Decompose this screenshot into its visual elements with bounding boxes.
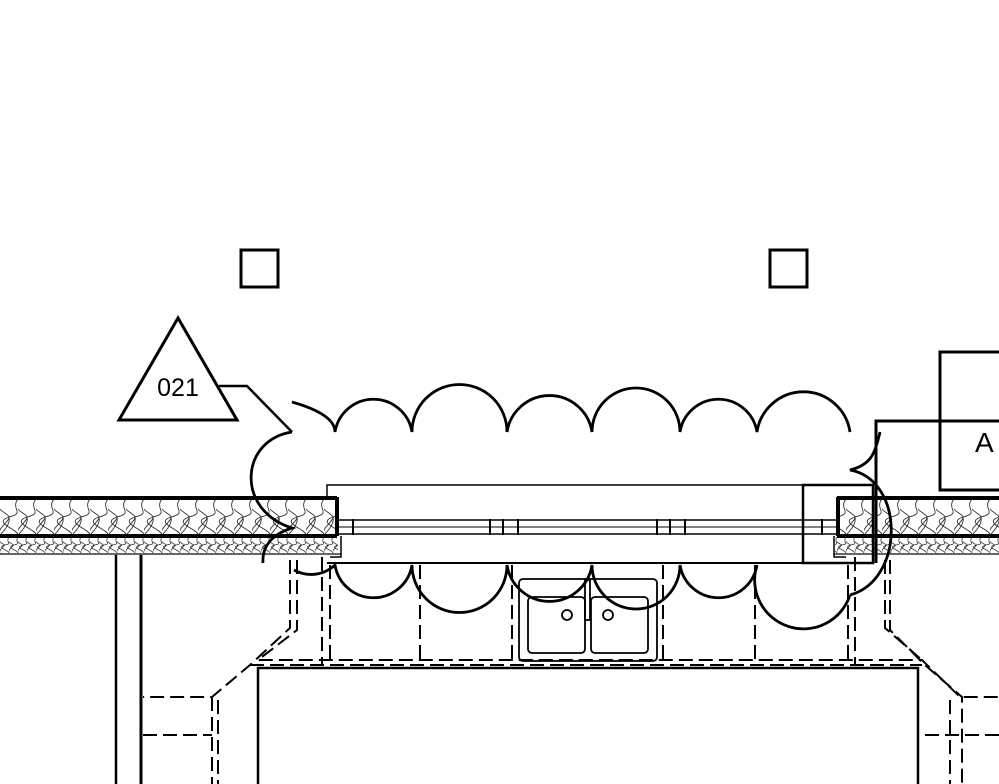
revision-delta-tag: 021 xyxy=(116,315,293,433)
window-assembly xyxy=(326,483,875,565)
grid-marker-square-left xyxy=(239,248,280,289)
exterior-wall-right xyxy=(833,496,999,558)
upper-cabinets-dashed xyxy=(143,557,999,784)
section-marker-label: A xyxy=(975,427,994,458)
exterior-wall-left xyxy=(0,496,342,558)
revision-cloud xyxy=(249,383,893,631)
interior-walls xyxy=(114,555,920,784)
double-sink xyxy=(518,578,658,662)
revision-number: 021 xyxy=(157,374,199,402)
grid-marker-square-right xyxy=(768,248,809,289)
section-marker: A xyxy=(874,350,999,563)
